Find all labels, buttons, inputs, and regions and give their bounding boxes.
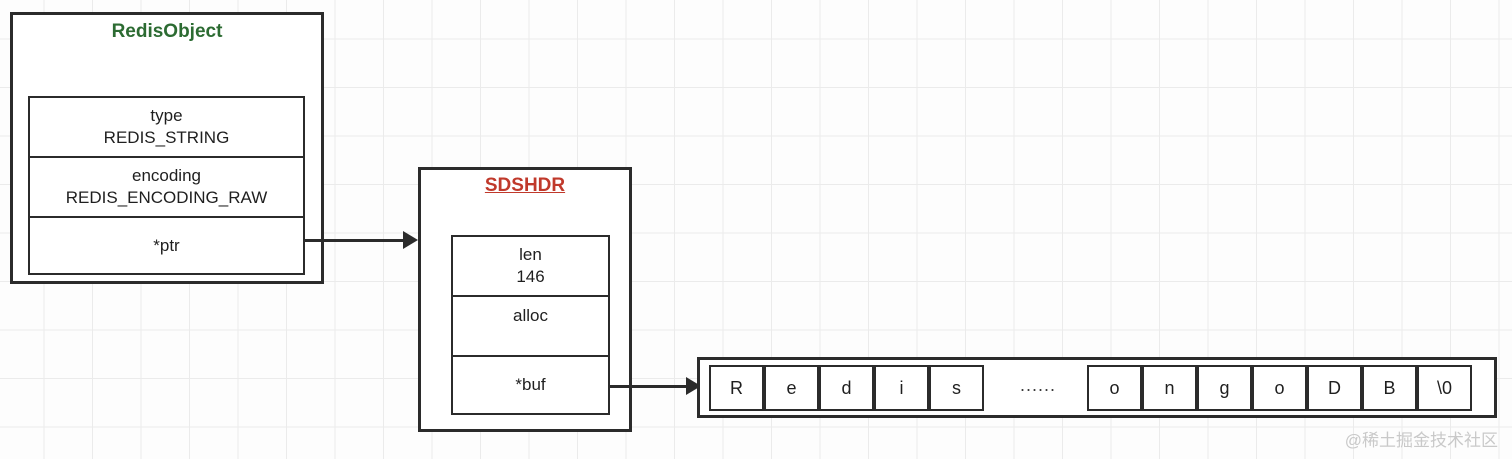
sdshdr-field-len: len 146 bbox=[453, 237, 608, 295]
buffer-cell: e bbox=[764, 365, 819, 411]
buffer-cell: d bbox=[819, 365, 874, 411]
sdshdr-field-alloc: alloc bbox=[453, 295, 608, 355]
watermark-text: @稀土掘金技术社区 bbox=[1344, 431, 1498, 450]
field-name: *buf bbox=[515, 375, 546, 394]
buffer-cell: s bbox=[929, 365, 984, 411]
buffer-cell: o bbox=[1087, 365, 1142, 411]
field-name: len bbox=[519, 245, 542, 264]
field-name: encoding bbox=[131, 166, 201, 185]
field-value: REDIS_STRING bbox=[103, 128, 230, 147]
sdshdr-field-buf: *buf bbox=[453, 355, 608, 413]
field-value: REDIS_ENCODING_RAW bbox=[65, 188, 268, 207]
redisobject-title: RedisObject bbox=[111, 21, 223, 42]
buffer-cell: o bbox=[1252, 365, 1307, 411]
buffer-cell: n bbox=[1142, 365, 1197, 411]
buffer-cell: g bbox=[1197, 365, 1252, 411]
buffer-cell: i bbox=[874, 365, 929, 411]
redisobject-field-encoding: encoding REDIS_ENCODING_RAW bbox=[30, 156, 303, 216]
redisobject-fields-table: type REDIS_STRING encoding REDIS_ENCODIN… bbox=[28, 96, 305, 275]
buffer-cell: D bbox=[1307, 365, 1362, 411]
redisobject-field-ptr: *ptr bbox=[30, 216, 303, 273]
field-value: 146 bbox=[516, 267, 545, 286]
buffer-cell: B bbox=[1362, 365, 1417, 411]
connector-buf-to-buffer-line bbox=[610, 385, 688, 388]
sdshdr-title: SDSHDR bbox=[484, 175, 566, 196]
buffer-cell: R bbox=[709, 365, 764, 411]
buffer-cell: \0 bbox=[1417, 365, 1472, 411]
field-name: type bbox=[150, 106, 183, 125]
redisobject-field-type: type REDIS_STRING bbox=[30, 98, 303, 156]
buffer-ellipsis: ...... bbox=[1019, 375, 1056, 395]
sdshdr-fields-table: len 146 alloc *buf bbox=[451, 235, 610, 415]
connector-ptr-to-sdshdr-arrowhead bbox=[403, 231, 418, 249]
field-name: alloc bbox=[513, 306, 548, 325]
connector-ptr-to-sdshdr-line bbox=[305, 239, 405, 242]
field-name: *ptr bbox=[153, 235, 180, 255]
